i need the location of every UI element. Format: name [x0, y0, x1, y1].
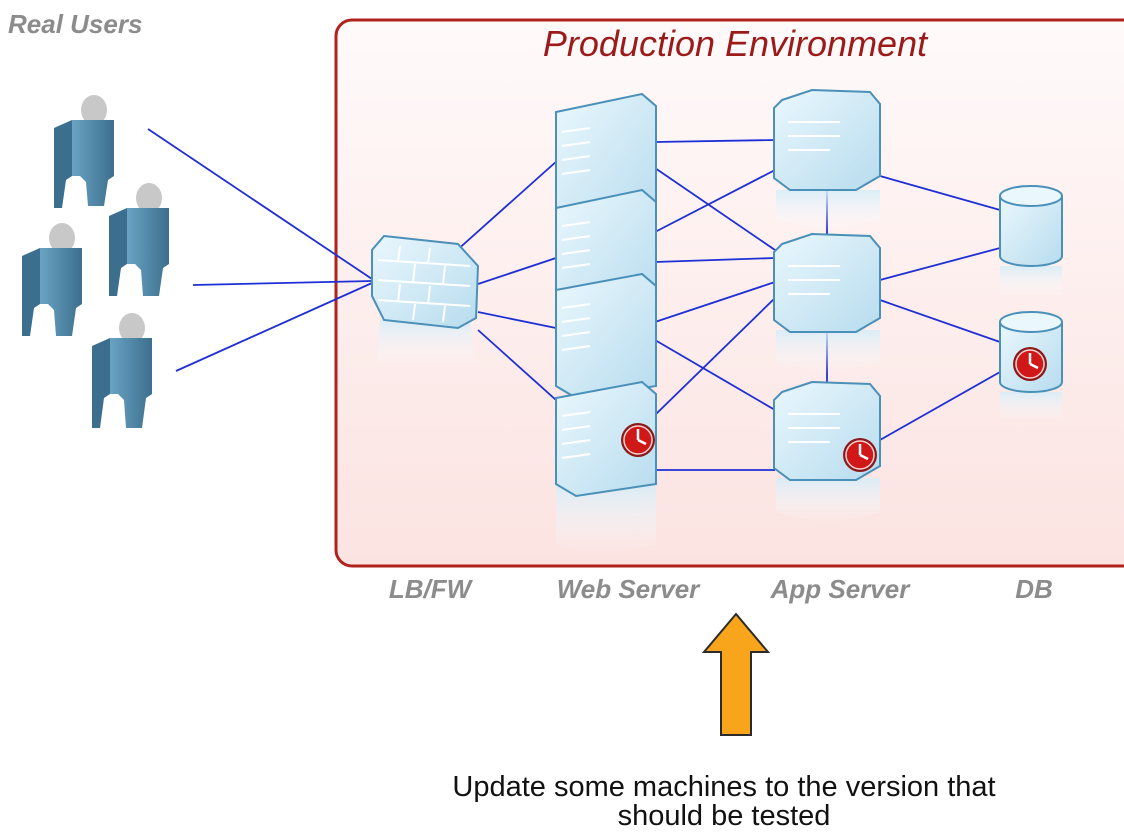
web-server-icon: [555, 272, 657, 400]
real-users-label: Real Users: [8, 9, 142, 39]
users-group: [22, 95, 169, 428]
tier-label-db: DB: [1015, 574, 1053, 604]
firewall-icon: [371, 234, 480, 368]
clock-icon: [843, 438, 877, 472]
app-server-icon: [773, 380, 881, 524]
tier-label-web: Web Server: [557, 574, 701, 604]
network-links: [147, 128, 1001, 471]
up-arrow-icon: [701, 612, 771, 736]
web-server-icon: [555, 380, 657, 498]
clock-icon: [1013, 347, 1047, 381]
app-server-icon: [773, 88, 881, 232]
tier-label-app: App Server: [770, 574, 912, 604]
person-icon: [92, 313, 152, 428]
person-icon: [22, 223, 82, 336]
clock-icon: [621, 423, 655, 457]
app-server-icon: [773, 232, 881, 374]
tier-label-lb: LB/FW: [389, 574, 474, 604]
production-environment-title: Production Environment: [543, 23, 929, 64]
caption-line-2: should be tested: [618, 800, 831, 832]
person-icon: [54, 95, 114, 208]
database-stack: [999, 185, 1063, 422]
database-icon: [999, 311, 1063, 422]
caption-line-1: Update some machines to the version that: [452, 771, 995, 803]
web-server-stack: [555, 92, 657, 555]
production-environment-box: [334, 18, 1124, 568]
app-server-stack: [773, 88, 881, 524]
database-icon: [999, 185, 1063, 296]
person-icon: [109, 183, 169, 296]
